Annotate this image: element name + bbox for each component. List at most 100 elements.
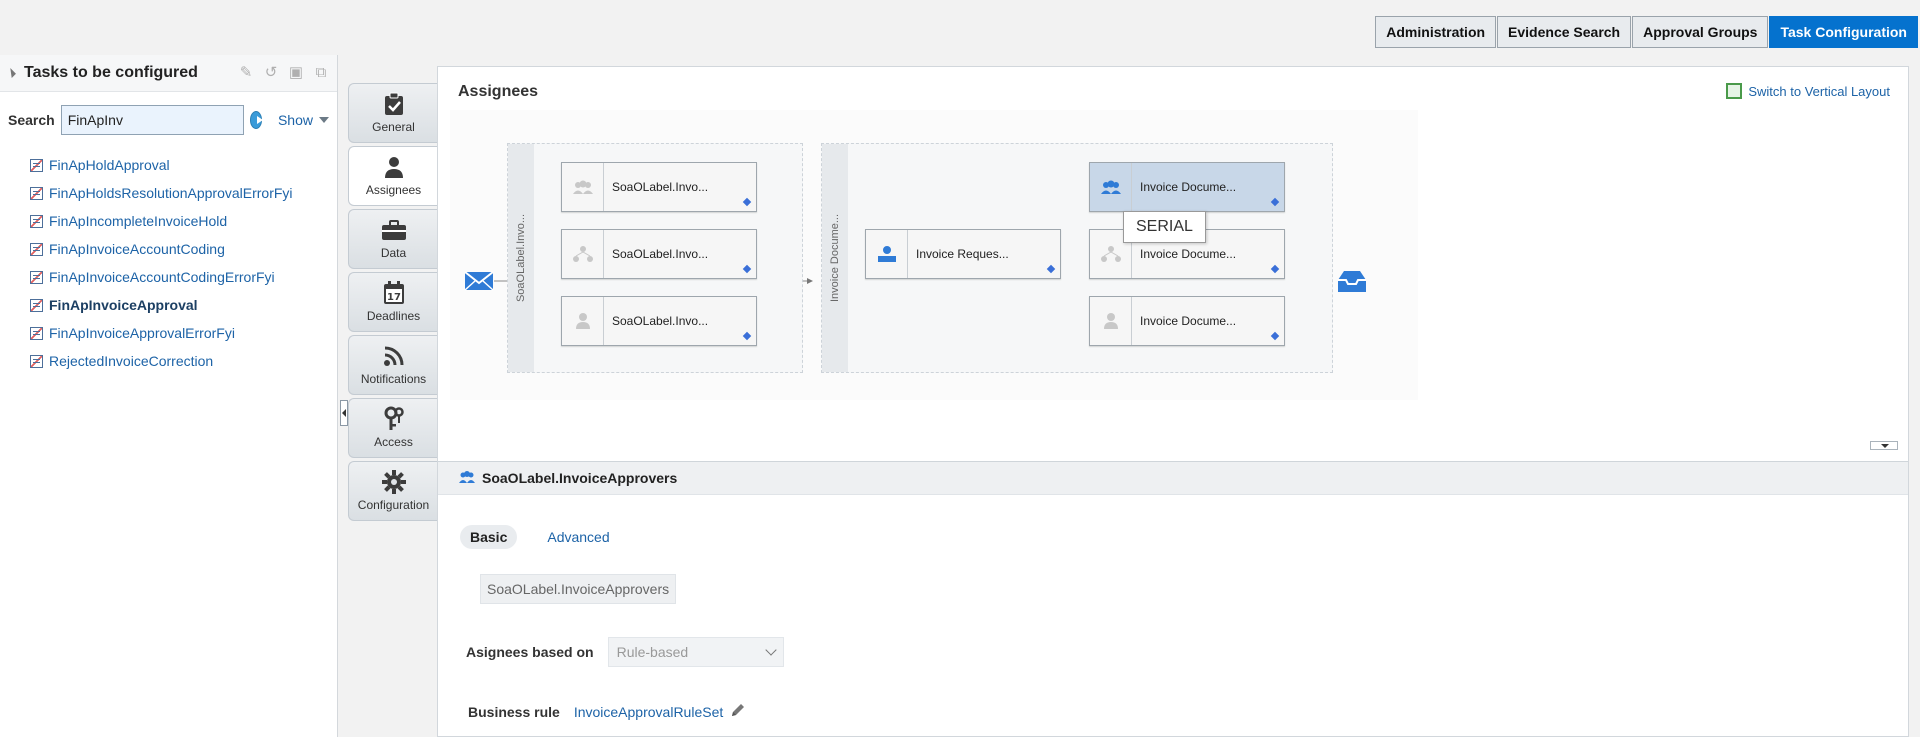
vtab-assignees[interactable]: Assignees xyxy=(348,146,438,206)
pencil-edit-icon[interactable] xyxy=(729,701,747,722)
stage-lane-2-label: Invoice Docume... xyxy=(822,144,848,372)
task-icon xyxy=(30,158,43,172)
diamond-marker-icon xyxy=(742,197,752,207)
panel-splitter-handle[interactable] xyxy=(340,400,348,426)
participant-node[interactable]: Invoice Docume... xyxy=(1089,296,1285,346)
business-rule-label: Business rule xyxy=(468,703,560,720)
task-label: RejectedInvoiceCorrection xyxy=(49,353,214,369)
vtab-configuration[interactable]: Configuration xyxy=(348,461,438,521)
assignees-based-on-select[interactable]: Rule-based xyxy=(607,637,784,667)
task-icon xyxy=(30,186,43,200)
user-icon xyxy=(1090,297,1132,345)
task-item-selected[interactable]: FinApInvoiceApproval xyxy=(30,291,337,319)
task-item[interactable]: FinApIncompleteInvoiceHold xyxy=(30,207,337,235)
stage-lane-1-label: SoaOLabel.Invo... xyxy=(508,144,534,372)
edit-icon[interactable]: ✎ xyxy=(239,64,253,81)
participant-label: Invoice Reques... xyxy=(916,247,1009,261)
task-label: FinApInvoiceAccountCodingErrorFyi xyxy=(49,269,275,285)
business-rule-link[interactable]: InvoiceApprovalRuleSet xyxy=(573,703,724,720)
save-icon[interactable]: ▣ xyxy=(288,64,304,81)
tasks-panel: Tasks to be configured ✎ ↺ ▣ ⧉ Search Sh… xyxy=(0,55,338,737)
vtab-notifications[interactable]: Notifications xyxy=(348,335,438,395)
svg-text:17: 17 xyxy=(387,292,401,303)
task-item[interactable]: FinApInvoiceAccountCoding xyxy=(30,235,337,263)
switch-layout-link[interactable]: Switch to Vertical Layout xyxy=(1726,83,1890,99)
hierarchy-icon xyxy=(562,230,604,278)
switch-layout-icon xyxy=(1726,83,1743,99)
task-icon xyxy=(30,242,43,256)
participant-node-selected[interactable]: Invoice Docume... xyxy=(1089,162,1285,212)
participant-node[interactable]: SoaOLabel.Invo... xyxy=(561,229,757,279)
detail-subtabs: Basic Advanced xyxy=(460,525,640,549)
commit-icon[interactable]: ⧉ xyxy=(315,64,327,81)
task-item[interactable]: FinApInvoiceAccountCodingErrorFyi xyxy=(30,263,337,291)
participant-label: SoaOLabel.Invo... xyxy=(612,180,709,194)
clipboard-check-icon xyxy=(381,92,407,116)
diamond-marker-icon xyxy=(742,264,752,274)
tab-basic[interactable]: Basic xyxy=(460,525,518,549)
caret-down-icon xyxy=(319,117,329,123)
undo-icon[interactable]: ↺ xyxy=(264,64,278,81)
participant-node[interactable]: SoaOLabel.Invo... xyxy=(561,296,757,346)
participant-label: Invoice Docume... xyxy=(1140,314,1237,328)
participant-node[interactable]: SoaOLabel.Invo... xyxy=(561,162,757,212)
expand-toggle[interactable] xyxy=(1870,441,1898,450)
assignees-panel: Assignees Switch to Vertical Layout xyxy=(437,66,1909,737)
group-icon xyxy=(562,163,604,211)
vertical-nav-tabs: General Assignees Data 17 Deadlines Noti… xyxy=(348,83,438,524)
page-title: Assignees xyxy=(458,83,539,100)
task-item[interactable]: FinApInvoiceApprovalErrorFyi xyxy=(30,319,337,347)
vtab-data[interactable]: Data xyxy=(348,209,438,269)
task-icon xyxy=(30,326,43,340)
assignees-based-on-row: Asignees based on Rule-based xyxy=(466,637,784,667)
task-item[interactable]: FinApHoldApproval xyxy=(30,151,337,179)
briefcase-icon xyxy=(381,218,407,242)
participant-label: Invoice Docume... xyxy=(1140,180,1237,194)
diamond-marker-icon xyxy=(1046,264,1056,274)
task-label: FinApInvoiceApproval xyxy=(49,297,198,313)
tasks-panel-title: Tasks to be configured xyxy=(24,64,198,81)
task-label: FinApInvoiceAccountCoding xyxy=(49,241,225,257)
task-item[interactable]: RejectedInvoiceCorrection xyxy=(30,347,337,375)
search-input[interactable] xyxy=(60,105,244,135)
vtab-general[interactable]: General xyxy=(348,83,438,143)
top-tab-bar: Administration Evidence Search Approval … xyxy=(1374,16,1918,48)
show-label: Show xyxy=(277,112,313,128)
participant-name-field: SoaOLabel.InvoiceApprovers xyxy=(480,574,677,604)
user-icon xyxy=(562,297,604,345)
vtab-access[interactable]: Access xyxy=(348,398,438,458)
detail-header: SoaOLabel.InvoiceApprovers xyxy=(438,461,1908,495)
collapse-triangle-icon[interactable] xyxy=(6,68,16,78)
calendar-icon: 17 xyxy=(381,281,407,305)
diamond-marker-icon xyxy=(1270,331,1280,341)
participant-node[interactable]: Invoice Reques... xyxy=(865,229,1061,279)
assignees-based-on-value: Rule-based xyxy=(616,644,689,660)
task-item[interactable]: FinApHoldsResolutionApprovalErrorFyi xyxy=(30,179,337,207)
tasks-panel-header: Tasks to be configured ✎ ↺ ▣ ⧉ xyxy=(0,55,337,92)
show-menu-link[interactable]: Show xyxy=(278,112,329,128)
chevron-down-icon xyxy=(764,644,777,656)
task-label: FinApIncompleteInvoiceHold xyxy=(49,213,228,229)
tab-advanced[interactable]: Advanced xyxy=(547,529,610,545)
search-go-icon[interactable] xyxy=(249,111,263,129)
vtab-deadlines[interactable]: 17 Deadlines xyxy=(348,272,438,332)
vtab-label: Deadlines xyxy=(366,309,421,323)
tab-administration[interactable]: Administration xyxy=(1375,16,1497,48)
diamond-marker-icon xyxy=(742,331,752,341)
vtab-label: Notifications xyxy=(360,372,427,386)
group-icon xyxy=(1090,163,1132,211)
hierarchy-icon xyxy=(1090,230,1132,278)
tab-evidence-search[interactable]: Evidence Search xyxy=(1497,16,1632,48)
start-envelope-icon xyxy=(464,271,494,291)
rss-icon xyxy=(381,344,407,368)
vtab-label: Configuration xyxy=(357,498,430,512)
tab-task-configuration[interactable]: Task Configuration xyxy=(1769,16,1918,48)
tab-approval-groups[interactable]: Approval Groups xyxy=(1632,16,1769,48)
diamond-marker-icon xyxy=(1270,197,1280,207)
user-task-icon xyxy=(866,230,908,278)
assignee-diagram: SoaOLabel.Invo... Invoice Docume... SoaO… xyxy=(450,110,1418,400)
tasks-panel-toolbar: ✎ ↺ ▣ ⧉ xyxy=(238,65,329,81)
task-list: FinApHoldApproval FinApHoldsResolutionAp… xyxy=(0,151,337,375)
assignees-based-on-label: Asignees based on xyxy=(466,644,594,660)
vtab-label: Access xyxy=(374,435,413,449)
